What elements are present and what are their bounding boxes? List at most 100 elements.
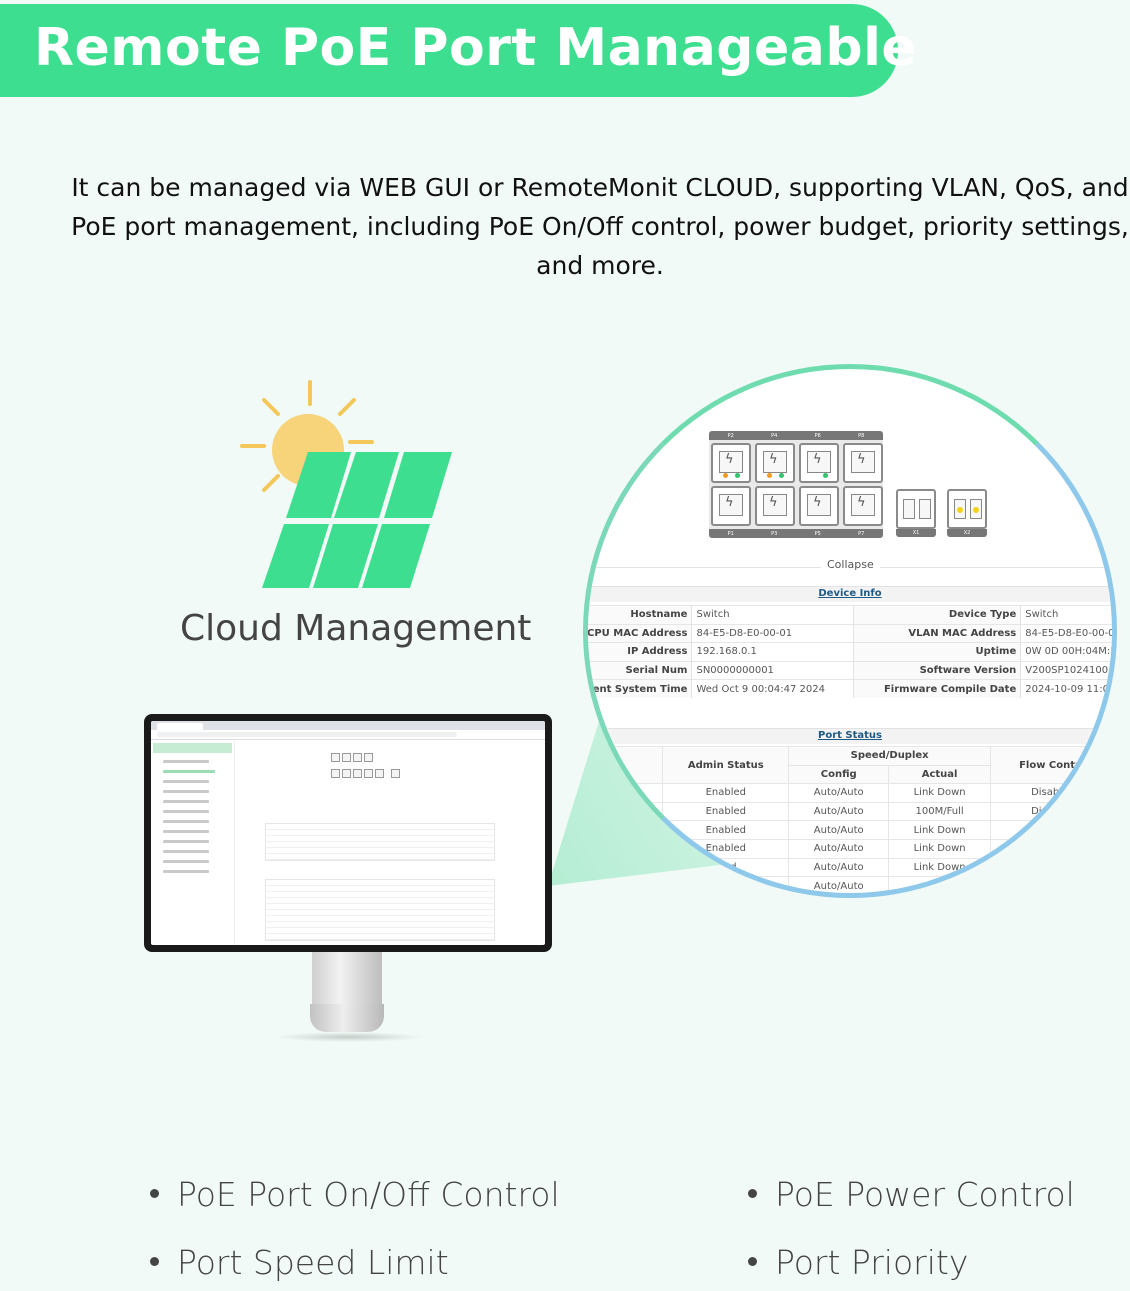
port-p5[interactable]: ϟ xyxy=(799,486,839,526)
admin-cell: Enabled xyxy=(662,801,790,821)
info-value: SN0000000001 xyxy=(691,660,855,680)
sfp-port-x1[interactable]: X1 xyxy=(896,489,936,538)
port-p3[interactable]: ϟ xyxy=(755,486,795,526)
flow-cell: Di xyxy=(990,801,1112,821)
monitor xyxy=(144,714,556,1044)
info-key: IP Address xyxy=(588,642,693,662)
info-value: 0W 0D 00H:04M:5 xyxy=(1020,642,1112,662)
led-orange xyxy=(723,473,728,478)
actual-cell: Link Down xyxy=(888,820,992,840)
config-cell: Auto/Auto xyxy=(788,801,890,821)
bullet-dot xyxy=(748,1189,757,1198)
collapse-button[interactable]: Collapse xyxy=(821,558,880,571)
info-key: rent System Time xyxy=(588,679,693,699)
zoom-circle: P2 P4 P6 P8 ϟ ϟ ϟ ϟ ϟ ϟ ϟ ϟ P1 P3 P5 P7 xyxy=(583,364,1117,898)
table-row: CPU MAC Address 84-E5-D8-E0-00-01 VLAN M… xyxy=(588,623,1112,643)
mini-browser-urlbar xyxy=(151,730,545,740)
col-speed-duplex: Speed/Duplex xyxy=(788,746,992,766)
poe-bolt-icon: ϟ xyxy=(857,495,866,510)
poe-bolt-icon: ϟ xyxy=(725,495,734,510)
port-panel: P2 P4 P6 P8 ϟ ϟ ϟ ϟ ϟ ϟ ϟ ϟ P1 P3 P5 P7 xyxy=(709,431,883,538)
bullet-text: Port Speed Limit xyxy=(177,1243,449,1282)
monitor-screen xyxy=(151,721,545,945)
port-label: P5 xyxy=(814,530,821,537)
table-row: Hostname Switch Device Type Switch xyxy=(588,605,1112,625)
poe-bolt-icon: ϟ xyxy=(769,495,778,510)
intro-text: It can be managed via WEB GUI or RemoteM… xyxy=(71,173,1129,280)
info-value: 192.168.0.1 xyxy=(691,642,855,662)
mini-browser-tabbar xyxy=(151,721,545,730)
info-key: Firmware Compile Date xyxy=(853,679,1022,699)
port-p6[interactable]: ϟ xyxy=(799,443,839,483)
mini-main xyxy=(235,741,545,945)
port-status-title[interactable]: Port Status xyxy=(818,730,882,741)
actual-cell xyxy=(888,876,992,893)
bullet-item: PoE Power Control xyxy=(748,1175,1075,1214)
poe-bolt-icon: ϟ xyxy=(813,495,822,510)
led-green xyxy=(823,473,828,478)
port-status-table: Admin Status Speed/Duplex Flow Contr Con… xyxy=(588,745,1112,893)
port-label: P8 xyxy=(858,432,865,439)
monitor-neck xyxy=(312,952,382,1008)
port-p8[interactable]: ϟ xyxy=(843,443,883,483)
port-p7[interactable]: ϟ xyxy=(843,486,883,526)
info-key: Device Type xyxy=(853,605,1022,625)
port-label: P3 xyxy=(771,530,778,537)
actual-cell: Link Down xyxy=(888,838,992,859)
bullet-item: PoE Port On/Off Control xyxy=(150,1175,560,1214)
port-p2[interactable]: ϟ xyxy=(711,443,751,483)
monitor-foot xyxy=(310,1004,384,1032)
mini-sidebar xyxy=(151,741,235,945)
col-actual: Actual xyxy=(888,764,992,784)
info-value: 2024-10-09 11:0 xyxy=(1020,679,1112,699)
actual-cell: Link Down xyxy=(888,783,992,803)
title-banner: Remote PoE Port Manageable xyxy=(0,4,917,97)
led-orange xyxy=(767,473,772,478)
table-row: IP Address 192.168.0.1 Uptime 0W 0D 00H:… xyxy=(588,642,1112,662)
col-flow-control: Flow Contr xyxy=(990,745,1112,784)
device-info-title[interactable]: Device Info xyxy=(818,588,882,599)
table-row: Serial Num SN0000000001 Software Version… xyxy=(588,660,1112,680)
port-status-band xyxy=(588,728,1112,744)
config-cell: Auto/Auto xyxy=(788,838,890,859)
port-bottom-labels: P1 P3 P5 P7 xyxy=(709,529,883,538)
port-label: P6 xyxy=(814,432,821,439)
poe-bolt-icon: ϟ xyxy=(813,452,822,467)
port-label: P1 xyxy=(727,530,734,537)
actual-cell: Link Down xyxy=(888,857,992,877)
config-cell: Auto/Auto xyxy=(788,876,890,893)
device-info-band xyxy=(588,586,1112,602)
info-key: Software Version xyxy=(853,660,1022,680)
info-value: Wed Oct 9 00:04:47 2024 xyxy=(691,679,855,699)
admin-cell xyxy=(662,876,790,893)
info-key: VLAN MAC Address xyxy=(853,623,1022,643)
table-row: Enabled Auto/Auto Link Down xyxy=(588,820,1112,840)
sfp-port-x2[interactable]: X2 xyxy=(947,489,987,538)
flow-cell: Disab xyxy=(990,783,1112,803)
config-cell: Auto/Auto xyxy=(788,857,890,877)
bullet-item: Port Priority xyxy=(748,1243,968,1282)
table-row: Enabled Auto/Auto Link Down Disab xyxy=(588,783,1112,803)
info-value: V200SP1024100 xyxy=(1020,660,1112,680)
port-label: P4 xyxy=(771,432,778,439)
table-header-row: Config Actual xyxy=(588,764,1112,784)
info-key: Serial Num xyxy=(588,660,693,680)
info-value: Switch xyxy=(691,605,855,625)
port-p1[interactable]: ϟ xyxy=(711,486,751,526)
port-label: P2 xyxy=(727,432,734,439)
port-p4[interactable]: ϟ xyxy=(755,443,795,483)
admin-cell: Enabled xyxy=(662,820,790,840)
info-value: 84-E5-D8-E0-00-0 xyxy=(1020,623,1112,643)
monitor-frame xyxy=(144,714,552,952)
admin-cell: Enabled xyxy=(662,838,790,859)
poe-bolt-icon: ϟ xyxy=(725,452,734,467)
col-config: Config xyxy=(788,764,890,784)
solar-panel-icon xyxy=(240,380,452,588)
port-top-labels: P2 P4 P6 P8 xyxy=(709,431,883,440)
table-row: rent System Time Wed Oct 9 00:04:47 2024… xyxy=(588,679,1112,699)
sfp-label: X2 xyxy=(947,529,987,537)
col-port xyxy=(588,745,664,784)
info-key: CPU MAC Address xyxy=(588,623,693,643)
bullet-text: Port Priority xyxy=(775,1243,969,1282)
admin-cell: bled xyxy=(662,857,790,877)
